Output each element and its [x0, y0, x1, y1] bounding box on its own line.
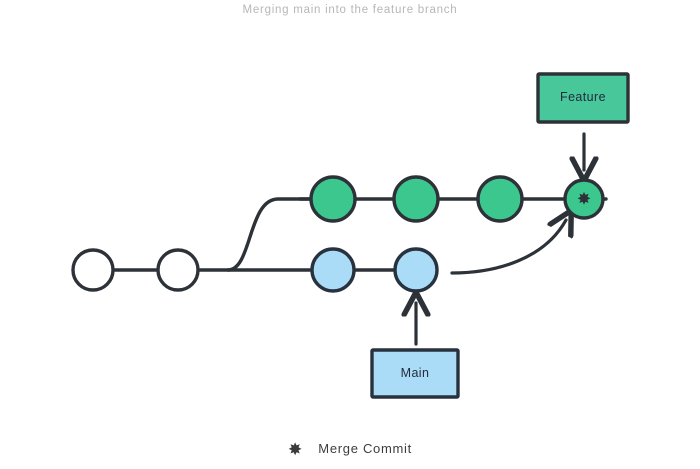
branch-off-curve — [226, 197, 335, 272]
merge-commit-node[interactable] — [563, 178, 605, 220]
feature-commit-2[interactable] — [392, 175, 440, 223]
main-commit-4[interactable] — [393, 247, 439, 293]
page-title: Merging main into the feature branch — [242, 4, 458, 16]
merge-arrow-curve — [450, 220, 566, 275]
feature-branch-box[interactable] — [536, 72, 630, 124]
merge-commit-asterisk-icon: ✸ — [288, 440, 303, 459]
main-commit-2[interactable] — [156, 248, 200, 292]
main-commit-3[interactable] — [310, 247, 356, 293]
main-commit-1[interactable] — [71, 248, 115, 292]
merge-commit-asterisk-icon: ✸ — [577, 190, 591, 209]
main-branch-box[interactable] — [370, 348, 460, 399]
feature-commit-1[interactable] — [309, 175, 357, 223]
legend: ✸ Merge Commit — [0, 440, 700, 459]
feature-commit-3[interactable] — [476, 175, 524, 223]
legend-label: Merge Commit — [318, 441, 412, 456]
